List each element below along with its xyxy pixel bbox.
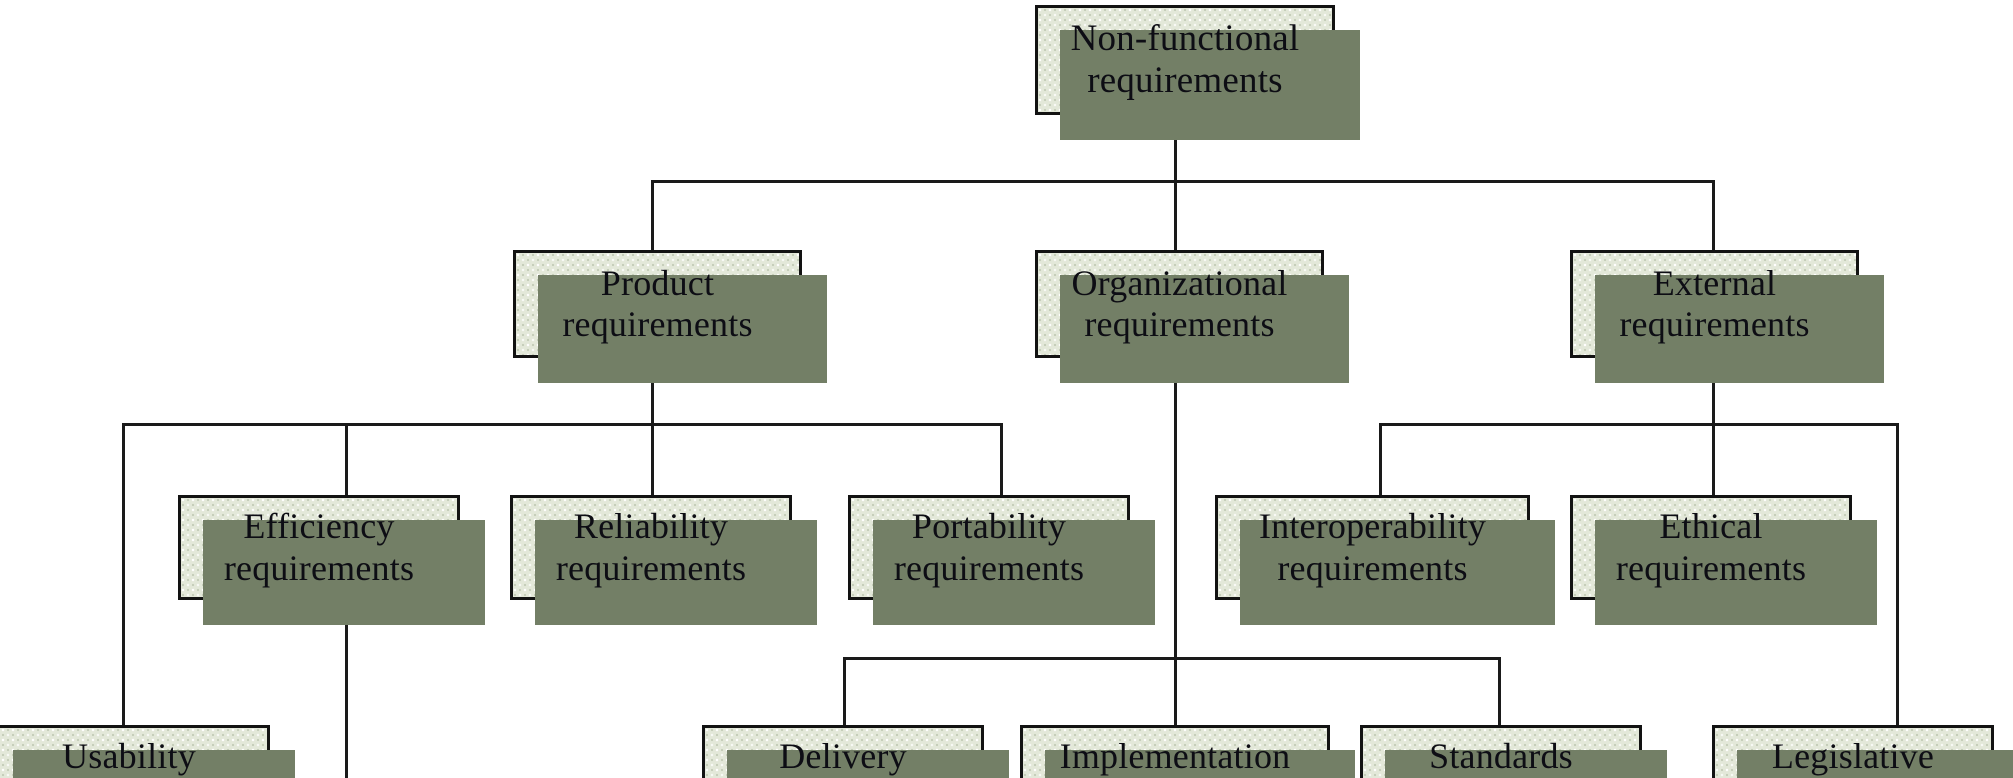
edge-to-legislative [1896, 423, 1899, 728]
node-label-line1: Portability [911, 506, 1067, 547]
node-ethical-requirements[interactable]: Ethical requirements [1570, 495, 1877, 625]
edge-level2-bus [651, 180, 1715, 183]
node-usability-requirements[interactable]: Usability requirements [0, 725, 295, 778]
edge-to-implementation [1174, 657, 1177, 728]
node-shadow [873, 520, 1155, 625]
edge-external-stem [1712, 358, 1715, 426]
node-shadow [203, 520, 485, 625]
node-label-line2: requirements [1619, 304, 1810, 344]
node-label-line2: requirements [1087, 60, 1283, 101]
edge-to-ethical [1712, 423, 1715, 498]
node-shadow [1595, 520, 1877, 625]
node-label-line1: Organizational [1071, 262, 1288, 303]
node-label-line2: requirements [1277, 547, 1468, 588]
node-interoperability-requirements[interactable]: Interoperability requirements [1215, 495, 1555, 625]
node-non-functional-requirements[interactable]: Non-functional requirements [1035, 5, 1360, 140]
node-shadow [13, 750, 295, 778]
node-label-line1: Reliability [573, 506, 729, 547]
node-label-line1: Usability [62, 736, 196, 777]
node-standards-requirements[interactable]: Standards requirements [1360, 725, 1667, 778]
node-label-line1: Efficiency [243, 506, 395, 547]
node-shadow [1737, 750, 2013, 778]
edge-to-interoperability [1379, 423, 1382, 498]
node-delivery-requirements[interactable]: Delivery requirements [702, 725, 1009, 778]
node-legislative-requirements[interactable]: Legislative requirements [1712, 725, 2013, 778]
node-label-line1: Delivery [779, 736, 907, 777]
edge-to-usability [122, 423, 125, 728]
node-shadow [1060, 30, 1360, 140]
node-label-line2: requirements [1084, 304, 1275, 344]
node-shadow [1595, 275, 1884, 383]
edge-product-stem [651, 358, 654, 426]
node-label-line1: Standards [1429, 736, 1573, 777]
edge-organizational-stem [1174, 358, 1177, 660]
edge-to-reliability [651, 423, 654, 498]
node-label-line2: requirements [893, 547, 1085, 588]
edge-to-product [651, 180, 654, 252]
node-implementation-requirements[interactable]: Implementation requirements [1020, 725, 1355, 778]
node-label-line2: requirements [555, 547, 747, 588]
node-portability-requirements[interactable]: Portability requirements [848, 495, 1155, 625]
node-efficiency-requirements[interactable]: Efficiency requirements [178, 495, 485, 625]
node-shadow [1045, 750, 1355, 778]
edge-to-standards [1498, 657, 1501, 728]
node-label-line1: External [1652, 262, 1777, 303]
edge-organizational-bus [843, 657, 1501, 660]
edge-to-delivery [843, 657, 846, 728]
node-external-requirements[interactable]: External requirements [1570, 250, 1884, 383]
edge-to-efficiency [345, 423, 348, 498]
node-label-line2: requirements [223, 547, 415, 588]
node-shadow [1060, 275, 1349, 383]
edge-to-organizational [1174, 180, 1177, 252]
node-shadow [727, 750, 1009, 778]
node-reliability-requirements[interactable]: Reliability requirements [510, 495, 817, 625]
node-label-line1: Ethical [1659, 506, 1763, 547]
node-shadow [538, 275, 827, 383]
node-shadow [1385, 750, 1667, 778]
edge-to-external [1712, 180, 1715, 252]
edge-root-stem [1174, 113, 1177, 183]
node-label-line1: Non-functional [1070, 17, 1300, 59]
node-label-line2: requirements [1615, 547, 1807, 588]
node-label-line1: Implementation [1059, 736, 1291, 777]
node-label-line1: Product [600, 262, 715, 303]
node-label-line1: Legislative [1771, 736, 1935, 777]
node-organizational-requirements[interactable]: Organizational requirements [1035, 250, 1349, 383]
node-product-requirements[interactable]: Product requirements [513, 250, 827, 383]
node-label-line1: Interoperability [1258, 506, 1487, 547]
edge-efficiency-stem [345, 600, 348, 778]
edge-to-portability [1000, 423, 1003, 498]
node-shadow [1240, 520, 1555, 625]
edge-product-bus [122, 423, 1003, 426]
node-label-line2: requirements [562, 304, 753, 344]
node-shadow [535, 520, 817, 625]
edge-external-bus [1379, 423, 1899, 426]
